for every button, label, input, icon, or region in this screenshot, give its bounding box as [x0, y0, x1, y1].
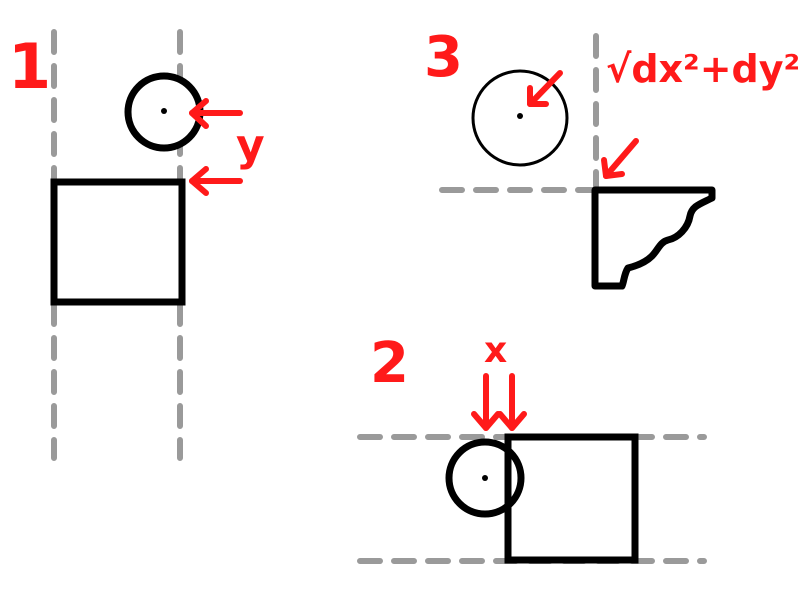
circle: [445, 438, 525, 518]
distance-x-label: x: [484, 330, 507, 371]
arrow-to-square-corner: [601, 138, 639, 179]
distance-formula-label: √dx²+dy²: [606, 47, 800, 91]
arrow-to-circle-edge: [189, 98, 243, 129]
panel-number-label: 3: [424, 25, 463, 90]
distance-y-label: y: [236, 120, 265, 171]
arrow-to-circle-edge: [471, 373, 501, 431]
square: [504, 433, 639, 564]
panel-3: 3 √dx²+dy²: [424, 25, 800, 290]
circle-center-dot: [517, 113, 523, 119]
panel-2: 2 x: [357, 330, 707, 564]
panel-number-label: 2: [370, 331, 409, 396]
panel-number-label: 1: [8, 30, 51, 103]
square: [50, 178, 186, 306]
circle-center-dot: [161, 108, 167, 114]
circle-center-dot: [482, 475, 488, 481]
partial-square: [591, 186, 716, 290]
arrow-to-square-edge: [497, 373, 527, 431]
arrow-to-square-edge: [189, 166, 243, 196]
arrow-to-circle-center: [527, 70, 563, 107]
panel-1: 1 y: [8, 29, 265, 461]
